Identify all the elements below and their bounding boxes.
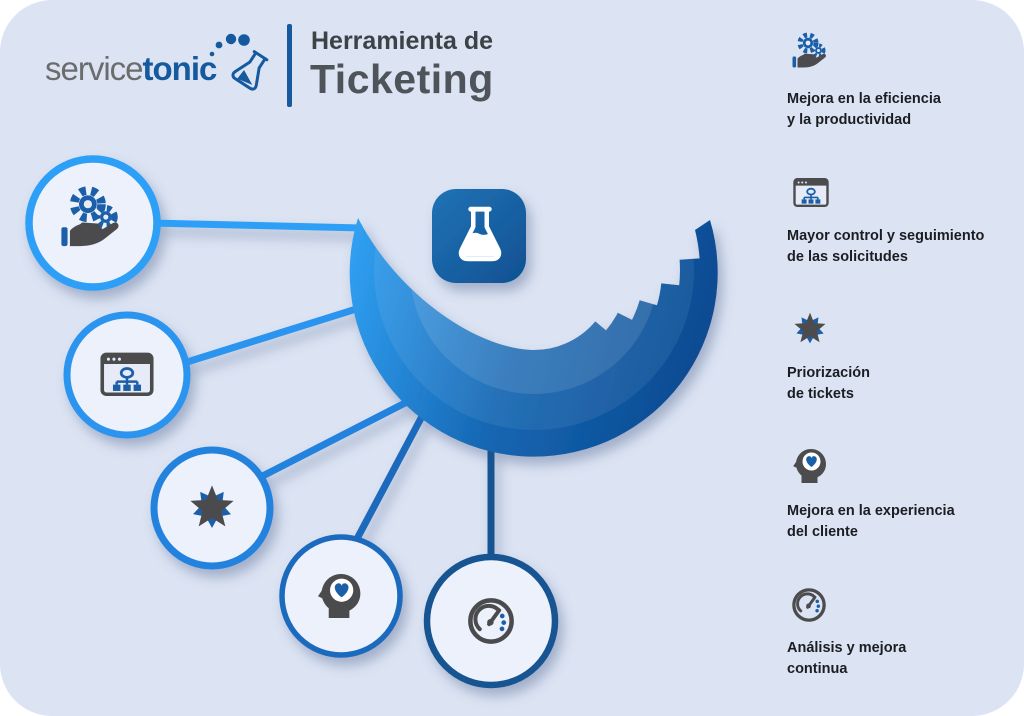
bubble-control — [63, 311, 191, 439]
bubble-experience — [279, 534, 403, 658]
hand-gears-icon — [787, 30, 835, 78]
connector-line — [166, 296, 387, 372]
benefit-label: Mejora en la eficiencia — [787, 91, 941, 107]
connector-line — [346, 403, 432, 554]
gauge-icon — [787, 583, 831, 627]
page-title: Ticketing — [310, 56, 494, 102]
benefit-item-efficiency: Mejora en la eficiencia y la productivid… — [787, 30, 941, 131]
star-badge-icon — [787, 306, 833, 352]
page-subtitle: Herramienta de — [311, 27, 494, 55]
benefit-label: del cliente — [787, 524, 858, 540]
benefit-label: y la productividad — [787, 112, 912, 128]
benefit-label: de las solicitudes — [787, 249, 908, 265]
logo-flask-icon — [209, 33, 269, 91]
benefit-item-experience: Mejora en la experiencia del cliente — [787, 442, 955, 543]
bubble-analysis — [423, 553, 559, 689]
head-heart-icon — [787, 442, 835, 490]
benefit-label: Análisis y mejora — [787, 640, 907, 656]
logo-text-service: service — [45, 50, 144, 87]
header-divider — [287, 24, 292, 107]
benefit-label: Mejora en la experiencia — [787, 503, 955, 519]
benefit-item-control: Mayor control y seguimiento de las solic… — [787, 171, 984, 268]
connector-line — [149, 219, 363, 232]
benefit-item-priorization: Priorización de tickets — [787, 306, 870, 405]
browser-orgchart-icon — [787, 171, 835, 215]
benefit-label: Priorización — [787, 365, 870, 381]
benefits-list: Mejora en la eficiencia y la productivid… — [787, 0, 1024, 716]
benefit-label: continua — [787, 661, 848, 677]
browser-orgchart-icon — [100, 352, 154, 397]
flask-app-icon — [432, 189, 526, 283]
bubble-efficiency — [25, 155, 161, 291]
benefit-label: de tickets — [787, 386, 854, 402]
logo-text-tonic: tonic — [142, 50, 218, 87]
benefit-item-analysis: Análisis y mejora continua — [787, 583, 906, 680]
servicetonic-logo: servicetonic — [45, 50, 218, 87]
swoosh-bands — [374, 218, 694, 430]
bubble-priorization — [150, 446, 274, 570]
benefit-label: Mayor control y seguimiento — [787, 228, 985, 244]
